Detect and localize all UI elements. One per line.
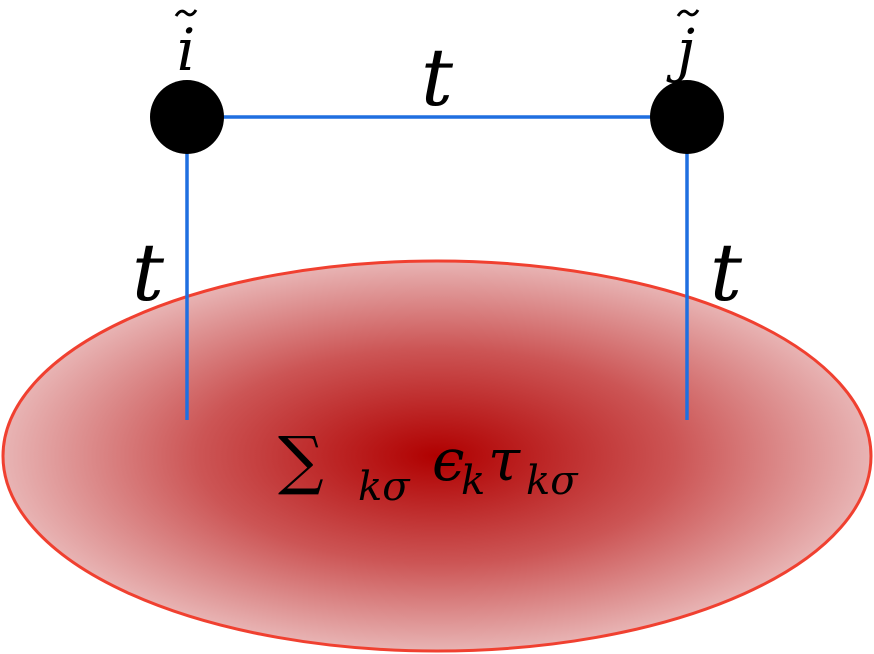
edge-label-top: t: [421, 31, 454, 124]
node-j-label: j: [666, 16, 695, 84]
sum-symbol: ∑: [278, 424, 324, 498]
node-i-label: i: [177, 16, 196, 84]
node-j: [650, 80, 724, 154]
tau-subscript: kσ: [526, 458, 579, 504]
sum-subscript: kσ: [358, 464, 411, 510]
epsilon-subscript: k: [461, 458, 485, 504]
label-i-tilde: i: [174, 9, 198, 84]
edge-label-left: t: [132, 226, 165, 319]
edge-label-right: t: [710, 226, 743, 319]
bath-ellipse: [1, 259, 873, 653]
node-i: [150, 80, 224, 154]
label-j-tilde: j: [666, 9, 700, 84]
bath-hamiltonian: ∑ kσ ϵ k τ kσ: [278, 424, 579, 510]
tau-symbol: τ: [488, 426, 521, 494]
epsilon-symbol: ϵ: [432, 426, 464, 494]
